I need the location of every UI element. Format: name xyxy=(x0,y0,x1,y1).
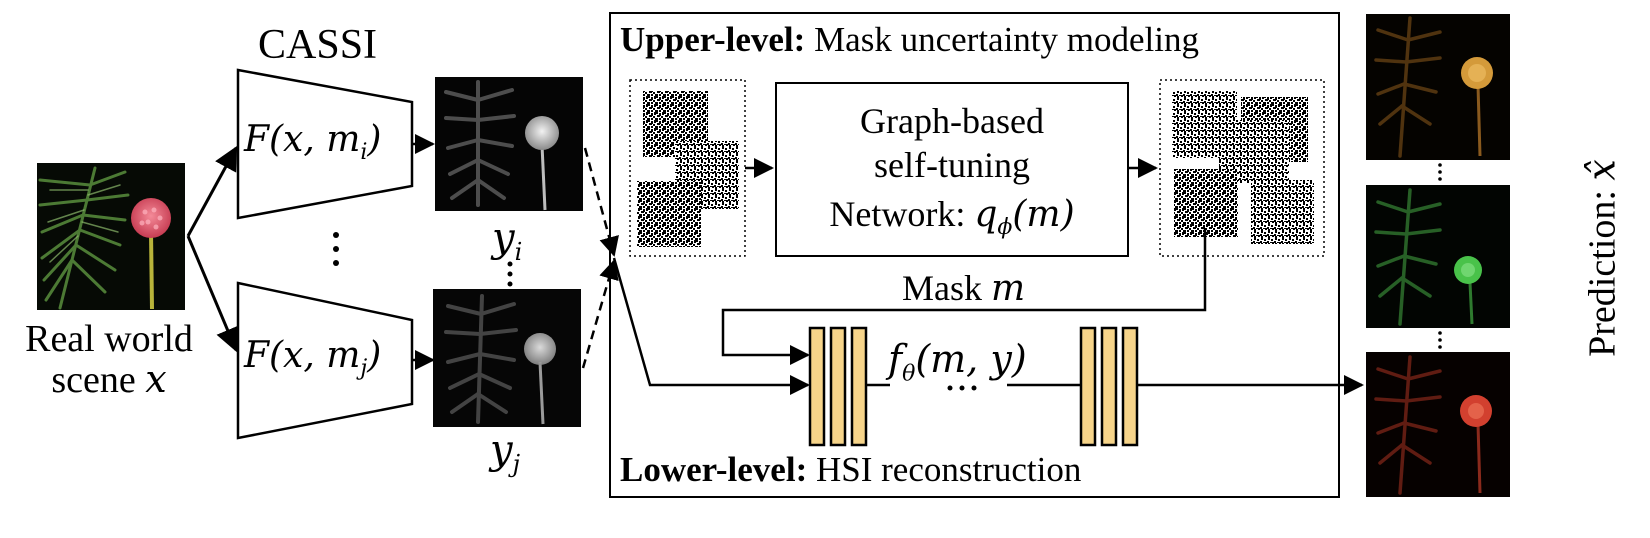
cassi-bottom-operator: F(x, mj) xyxy=(244,335,382,382)
prediction-ellipsis-top xyxy=(1438,163,1442,181)
lower-level-title: Lower-level: HSI reconstruction xyxy=(620,452,1081,487)
measurement-top-image xyxy=(435,77,583,211)
measurement-ellipsis-dots xyxy=(507,261,513,287)
upper-level-title: Upper-level: Mask uncertainty modeling xyxy=(620,22,1199,57)
scene-label-line2: scene x xyxy=(51,357,167,401)
recon-ellipsis-dots xyxy=(947,385,977,391)
lower-level-title-rest: HSI reconstruction xyxy=(815,450,1082,489)
network-line1: Graph-based xyxy=(860,101,1044,141)
measurement-bottom-dashed-arrow xyxy=(581,259,619,369)
lower-level-title-bold: Lower-level: xyxy=(620,450,808,489)
cassi-top-trapezoid xyxy=(236,68,414,220)
prediction-image-band-green xyxy=(1366,185,1510,328)
measurement-to-network-arrow xyxy=(612,257,810,395)
mask-feedback-arrow xyxy=(721,228,1207,365)
upper-level-title-bold: Upper-level: xyxy=(620,20,806,59)
recon-blocks-left xyxy=(808,326,868,447)
network-line2: self-tuning xyxy=(874,145,1030,185)
scene-to-bottom-arrow xyxy=(186,235,239,353)
cassi-title: CASSI xyxy=(258,22,378,68)
scene-image xyxy=(37,163,185,310)
cassi-bottom-trapezoid xyxy=(236,281,414,440)
initial-mask-patterns xyxy=(637,91,739,247)
cassi-ellipsis-dots xyxy=(333,232,339,266)
prediction-image-band-red xyxy=(1366,352,1510,497)
network-line3: Network: qϕ(m) xyxy=(829,194,1075,241)
prediction-ellipsis-bottom xyxy=(1438,331,1442,349)
framework-box xyxy=(609,12,1340,498)
scene-to-top-arrow xyxy=(186,145,238,237)
scene-label-line1: Real world xyxy=(25,318,193,360)
measurement-bottom-label: yj xyxy=(490,427,521,478)
measurement-bottom-image xyxy=(433,289,581,427)
cassi-top-operator: F(x, mi) xyxy=(244,119,382,166)
upper-level-title-rest: Mask uncertainty modeling xyxy=(814,20,1199,59)
measurement-top-label: yi xyxy=(492,215,523,266)
prediction-image-band-orange xyxy=(1366,14,1510,160)
tuned-mask-patterns xyxy=(1172,91,1314,244)
recon-blocks-right xyxy=(1079,326,1139,447)
tuned-masks-box xyxy=(1159,79,1325,257)
prediction-label: Prediction: x̂ xyxy=(1579,159,1624,357)
graph-network-box xyxy=(775,82,1129,257)
mask-label: Mask m xyxy=(902,268,1026,309)
recon-label: fθ(m, y) xyxy=(888,337,1027,387)
